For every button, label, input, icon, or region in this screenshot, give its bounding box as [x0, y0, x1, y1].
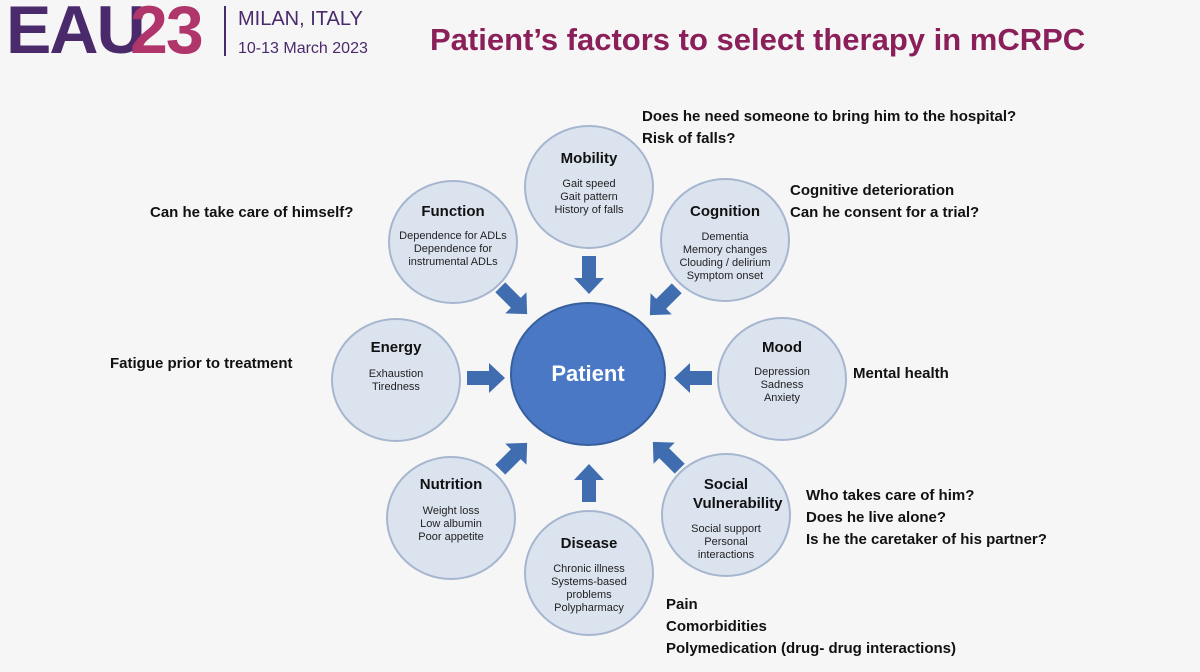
- arrow-energy: [467, 363, 505, 393]
- node-item: Polypharmacy: [554, 602, 624, 614]
- note-line: Can he take care of himself?: [150, 204, 354, 221]
- note-line: Does he live alone?: [806, 509, 947, 526]
- node-mobility: Mobility Gait speed Gait pattern History…: [524, 125, 654, 249]
- logo-eau-text: EAU: [6, 0, 146, 68]
- node-item: History of falls: [554, 204, 624, 216]
- node-item: Clouding / delirium: [679, 257, 771, 269]
- node-item: Low albumin: [420, 518, 482, 530]
- note-line: Mental health: [853, 365, 949, 382]
- node-item: Anxiety: [763, 392, 801, 404]
- node-title-function: Function: [421, 203, 485, 220]
- node-item: Depression: [754, 366, 810, 378]
- node-title-nutrition: Nutrition: [419, 476, 483, 493]
- node-item: Gait pattern: [560, 191, 618, 203]
- note-energy: Fatigue prior to treatment: [110, 353, 293, 375]
- note-line: Pain: [666, 596, 698, 613]
- note-line: Risk of falls?: [642, 130, 736, 147]
- node-item: Dependence for: [413, 243, 493, 255]
- node-item: Dependence for ADLs: [399, 230, 507, 242]
- logo-divider: [224, 6, 226, 56]
- node-items-cognition: Dementia Memory changes Clouding / delir…: [662, 231, 788, 283]
- node-items-social: Social support Personal interactions: [663, 523, 789, 562]
- note-disease: Pain Comorbidities Polymedication (drug-…: [666, 594, 956, 660]
- node-item: Sadness: [760, 379, 804, 391]
- node-title-social: Social Vulnerability: [693, 476, 783, 512]
- node-title-disease: Disease: [560, 535, 618, 552]
- note-function: Can he take care of himself?: [150, 202, 353, 224]
- node-item: interactions: [697, 549, 755, 561]
- node-item: Weight loss: [422, 505, 480, 517]
- node-item: Personal: [704, 536, 748, 548]
- node-items-mood: Depression Sadness Anxiety: [719, 366, 845, 405]
- node-item: Poor appetite: [418, 531, 484, 543]
- logo-year-text: 23: [130, 0, 204, 68]
- node-energy: Energy Exhaustion Tiredness: [331, 318, 461, 442]
- note-line: Can he consent for a trial?: [790, 204, 980, 221]
- node-function: Function Dependence for ADLs Dependence …: [388, 180, 518, 304]
- note-line: Cognitive deterioration: [790, 182, 955, 199]
- note-social: Who takes care of him? Does he live alon…: [806, 485, 1047, 551]
- arrow-mood: [674, 363, 712, 393]
- node-disease: Disease Chronic illness Systems-based pr…: [524, 510, 654, 636]
- note-line: Polymedication (drug- drug interactions): [666, 640, 957, 657]
- node-title-mobility: Mobility: [560, 150, 618, 167]
- node-item: Exhaustion: [368, 368, 424, 380]
- note-line: Comorbidities: [666, 618, 767, 635]
- center-patient-node: Patient: [510, 302, 666, 446]
- node-items-energy: Exhaustion Tiredness: [333, 368, 459, 394]
- note-cognition: Cognitive deterioration Can he consent f…: [790, 180, 979, 224]
- node-item: Memory changes: [682, 244, 768, 256]
- note-mood: Mental health: [853, 363, 949, 385]
- note-line: Fatigue prior to treatment: [110, 355, 293, 372]
- node-title-cognition: Cognition: [690, 203, 760, 220]
- node-item: Tiredness: [372, 381, 420, 393]
- node-cognition: Cognition Dementia Memory changes Cloudi…: [660, 178, 790, 302]
- note-line: Is he the caretaker of his partner?: [806, 531, 1047, 548]
- node-items-mobility: Gait speed Gait pattern History of falls: [526, 178, 652, 217]
- node-item: problems: [566, 589, 612, 601]
- note-mobility: Does he need someone to bring him to the…: [642, 106, 1016, 150]
- node-item: Symptom onset: [686, 270, 764, 282]
- note-line: Does he need someone to bring him to the…: [642, 108, 1017, 125]
- node-title-energy: Energy: [370, 339, 422, 356]
- node-item: Systems-based: [551, 576, 627, 588]
- node-item: Gait speed: [562, 178, 616, 190]
- node-item: Dementia: [701, 231, 749, 243]
- node-item: Social support: [691, 523, 761, 535]
- node-social-vulnerability: Social Vulnerability Social support Pers…: [661, 453, 791, 577]
- node-items-function: Dependence for ADLs Dependence for instr…: [390, 230, 516, 269]
- center-label: Patient: [551, 361, 625, 386]
- node-nutrition: Nutrition Weight loss Low albumin Poor a…: [386, 456, 516, 580]
- node-items-disease: Chronic illness Systems-based problems P…: [526, 563, 652, 615]
- logo-city: MILAN, ITALY: [238, 8, 363, 30]
- logo-dates: 10-13 March 2023: [238, 40, 368, 57]
- node-title-mood: Mood: [762, 339, 802, 356]
- slide-title: Patient’s factors to select therapy in m…: [430, 22, 1086, 57]
- arrow-disease: [574, 464, 604, 502]
- note-line: Who takes care of him?: [806, 487, 975, 504]
- arrow-mobility: [574, 256, 604, 294]
- node-mood: Mood Depression Sadness Anxiety: [717, 317, 847, 441]
- node-items-nutrition: Weight loss Low albumin Poor appetite: [388, 505, 514, 544]
- node-item: instrumental ADLs: [408, 256, 498, 268]
- node-item: Chronic illness: [553, 563, 625, 575]
